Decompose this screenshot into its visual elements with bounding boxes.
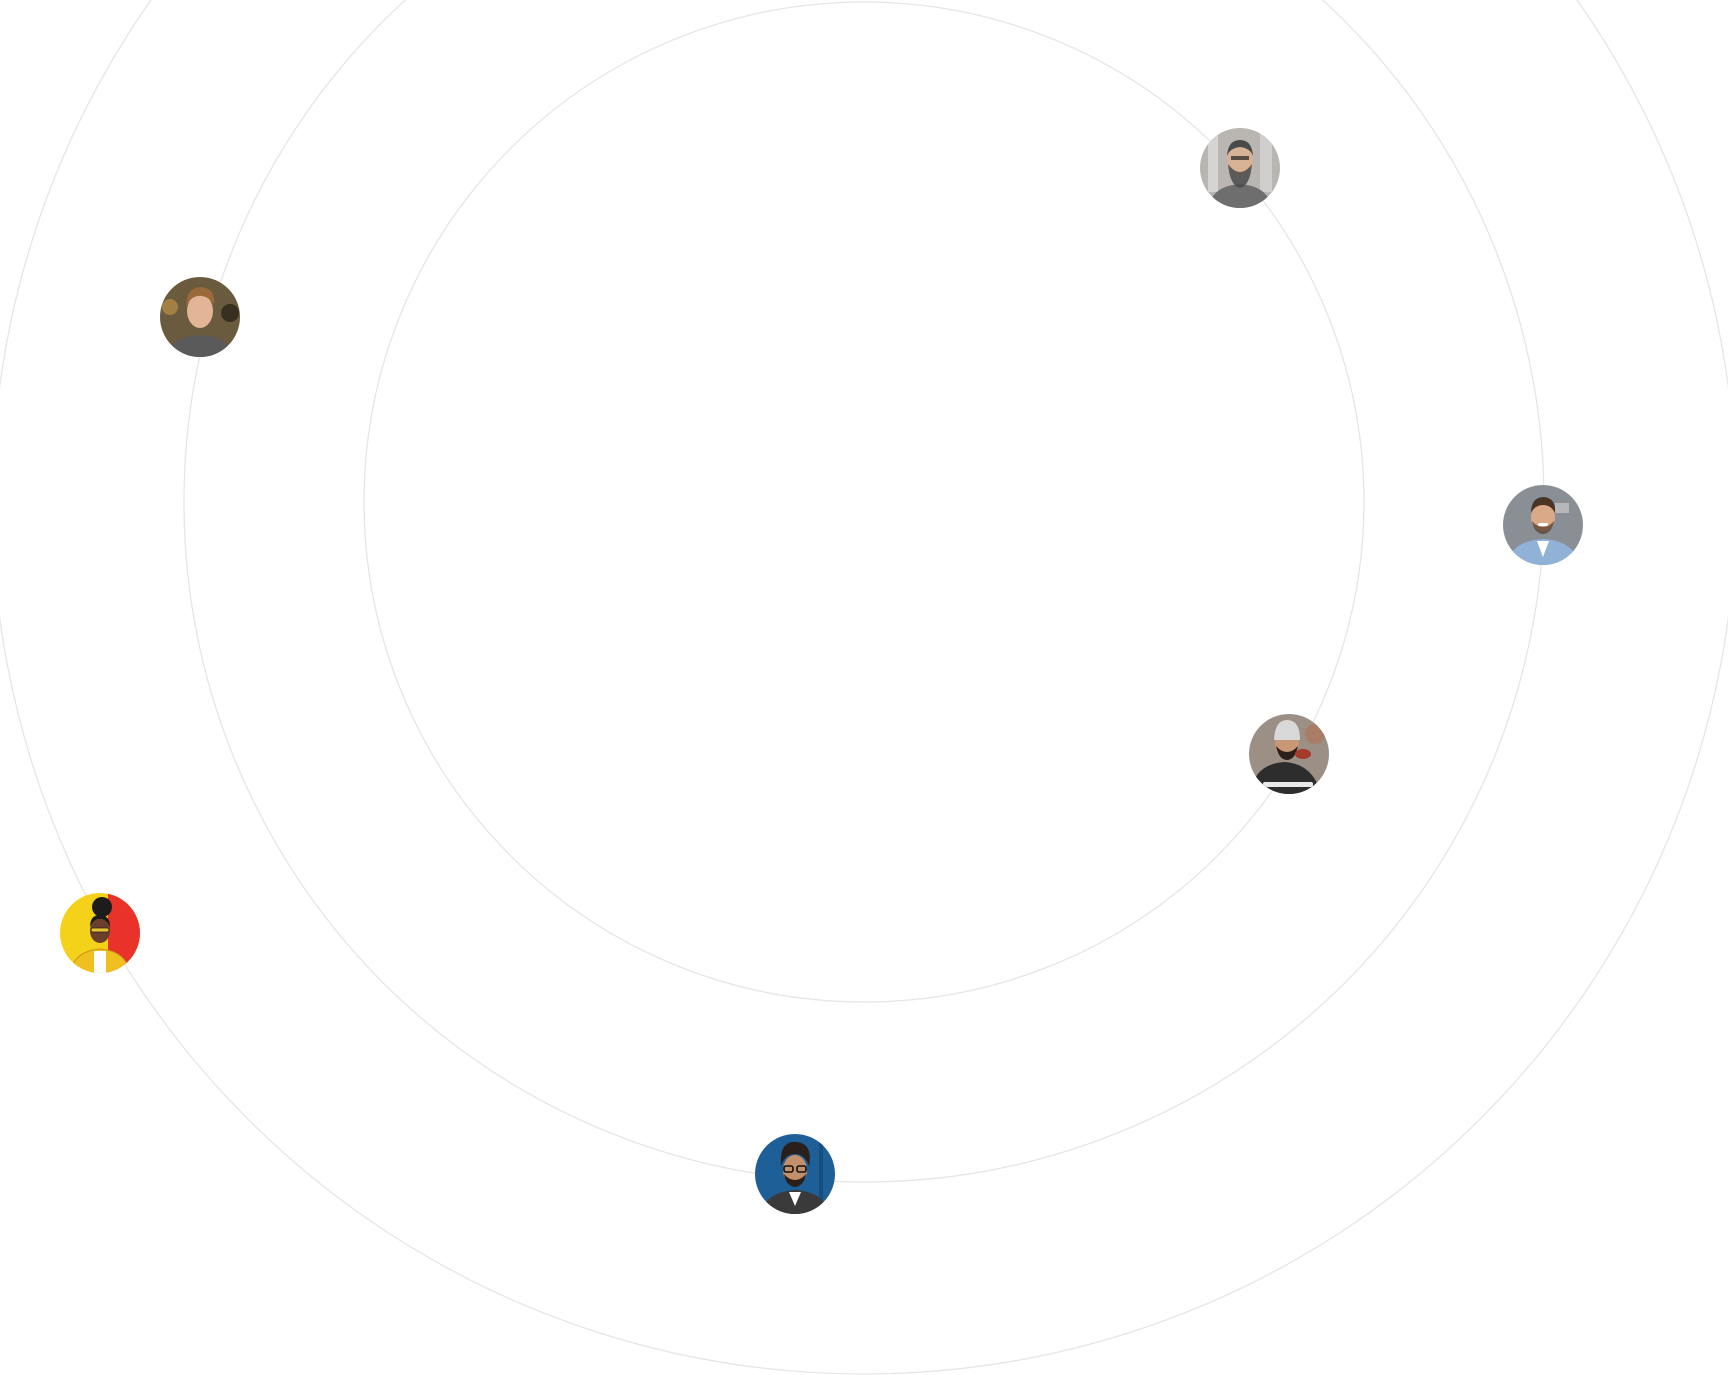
smile-shape <box>1538 523 1548 526</box>
beard-shape <box>1276 746 1298 760</box>
orbit-ring-middle <box>183 0 1545 1183</box>
beard-shape <box>1228 164 1252 188</box>
food-shape <box>1295 749 1311 759</box>
glasses-shape <box>1231 156 1249 160</box>
face-shape <box>187 294 213 328</box>
hair-shape <box>186 287 215 307</box>
collar-shape <box>789 1192 801 1206</box>
portrait-icon <box>60 893 140 973</box>
hair-shape <box>1227 140 1253 156</box>
sunglasses-shape <box>90 927 110 933</box>
avatar-man-gray-beard[interactable] <box>1200 128 1280 208</box>
hair-bun-shape <box>92 897 112 917</box>
orbit-ring-inner <box>363 1 1365 1003</box>
avatar-man-glasses-blue[interactable] <box>755 1134 835 1214</box>
bokeh-shape <box>1305 724 1325 744</box>
hair-shape <box>780 1141 810 1166</box>
shirt-shape <box>166 335 234 357</box>
background-sign <box>1555 503 1569 513</box>
bokeh-shape <box>162 299 178 315</box>
face-shape <box>1531 502 1555 532</box>
avatar-man-blond[interactable] <box>160 277 240 357</box>
glasses-shape <box>783 1165 794 1173</box>
beard-shape <box>1532 521 1554 534</box>
window-frame <box>1208 132 1218 192</box>
portrait-icon <box>1503 485 1583 565</box>
window-frame <box>1260 132 1272 192</box>
glasses-shape <box>796 1165 807 1173</box>
collar-shape <box>1537 541 1549 557</box>
avatar-man-smiling-denim[interactable] <box>1503 485 1583 565</box>
bokeh-shape <box>221 304 239 322</box>
portrait-icon <box>755 1134 835 1214</box>
shirt-shape <box>1208 184 1272 208</box>
avatar-man-beanie-eating[interactable] <box>1249 714 1329 794</box>
plate-shape <box>1263 782 1313 787</box>
beanie-shape <box>1274 720 1300 740</box>
portrait-icon <box>1200 128 1280 208</box>
portrait-icon <box>160 277 240 357</box>
beard-shape <box>784 1174 806 1187</box>
portrait-icon <box>1249 714 1329 794</box>
face-shape <box>783 1155 807 1185</box>
top-shape <box>94 951 106 973</box>
background-stripe <box>819 1134 823 1214</box>
hair-shape <box>90 915 110 927</box>
hair-shape <box>1531 497 1556 513</box>
avatar-woman-yellow-red[interactable] <box>60 893 140 973</box>
